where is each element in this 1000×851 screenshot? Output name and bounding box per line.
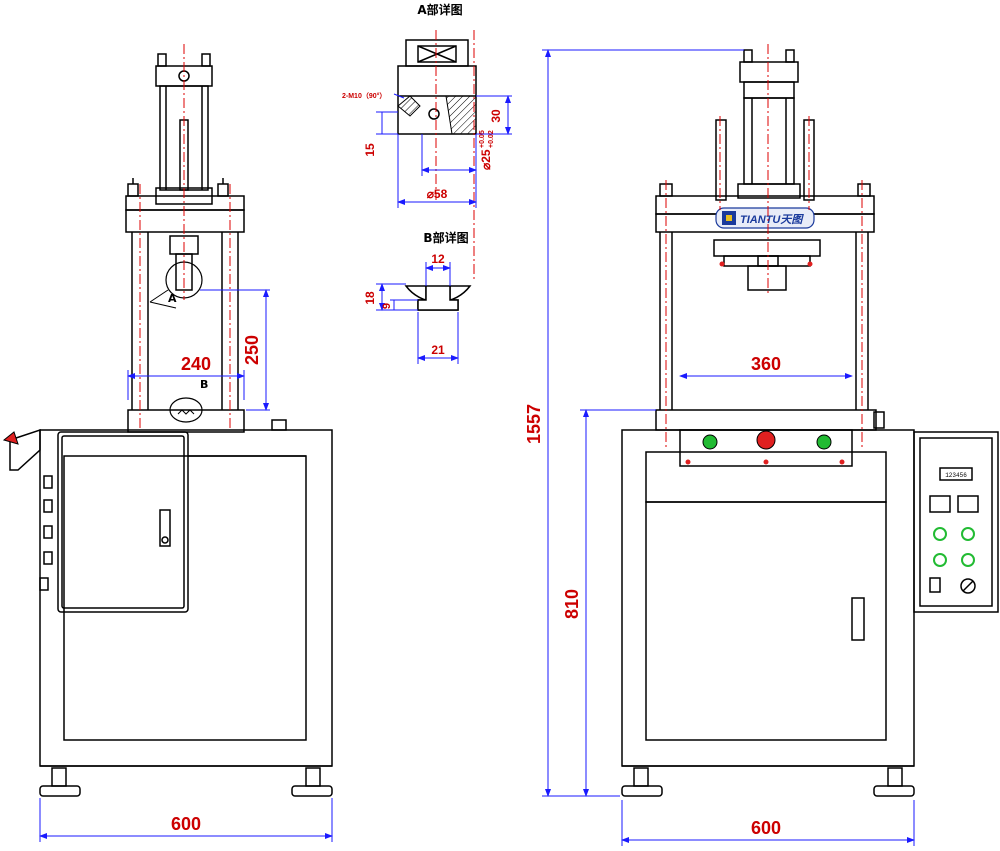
right-guide-rod [715, 119, 727, 201]
dim-600-left-label: 600 [171, 814, 201, 834]
detail-a-dim-30: 30 [489, 109, 503, 123]
left-foot [51, 767, 67, 787]
brand-logo [715, 207, 815, 229]
control-green-button [961, 553, 975, 567]
detail-a-dim-25-group: ⌀25 +0.05 +0.02 [479, 130, 495, 170]
left-cyl-bolt [201, 53, 211, 67]
start-button-right [816, 434, 832, 450]
control-green-button [933, 527, 947, 541]
callout-b-label: B [200, 378, 208, 391]
left-top-plate-lower [125, 209, 245, 233]
right-cyl-cap [739, 61, 799, 83]
detail-a-title: A部详图 [417, 2, 462, 17]
control-box [913, 431, 999, 613]
dim-600-right-label: 600 [751, 818, 781, 838]
left-foot-pad [39, 785, 81, 797]
detail-a-hatch [445, 95, 477, 135]
right-foot-pad [873, 785, 915, 797]
right-ram-plate [713, 239, 821, 257]
detail-a-tol-upper: +0.05 [479, 130, 486, 148]
dim-1557-label: 1557 [524, 404, 544, 444]
right-button-panel [679, 429, 853, 467]
right-worktable [655, 409, 877, 431]
detail-a-thread-note: 2-M10（90°） [342, 92, 386, 100]
detail-b-dim-21: 21 [431, 343, 445, 357]
detail-a-dimensions [376, 93, 512, 208]
right-foot-pad [621, 785, 663, 797]
start-button-left [702, 434, 718, 450]
detail-a-hatch [397, 95, 421, 117]
left-top-plate [125, 195, 245, 211]
detail-b-dimensions [376, 262, 459, 364]
right-door [645, 501, 887, 741]
left-foot [305, 767, 321, 787]
left-lower-panel [63, 455, 307, 741]
right-view [621, 49, 999, 797]
right-door-handle [851, 597, 865, 641]
dim-360-label: 360 [751, 354, 781, 374]
brand-text: TIANTU天图 [740, 214, 804, 226]
callout-a-label: A [168, 292, 177, 305]
left-center-lines [139, 44, 231, 430]
right-center-lines [665, 44, 863, 450]
left-ram-tool [175, 253, 193, 291]
left-view [9, 53, 333, 797]
detail-b-dim-9: 9 [381, 303, 393, 309]
dim-240-label: 240 [181, 354, 211, 374]
right-dimensions [542, 49, 915, 846]
left-cyl-bolt [157, 53, 167, 67]
left-control-arm [9, 428, 41, 471]
callout-b-circle [169, 397, 203, 423]
detail-a-dim-58: ⌀58 [427, 187, 448, 201]
emergency-stop-button [756, 430, 776, 450]
control-green-button [961, 527, 975, 541]
counter-display [939, 467, 973, 481]
detail-a-dim-25: ⌀25 [479, 149, 493, 170]
detail-a-center-lines [435, 30, 475, 280]
detail-b-dim-12: 12 [431, 252, 445, 266]
detail-b-title: B部详图 [423, 230, 468, 245]
detail-b-dim-18: 18 [363, 291, 377, 305]
detail-a-dim-15: 15 [363, 143, 377, 157]
right-cabinet [621, 429, 915, 767]
right-ram-tool [747, 265, 787, 291]
control-green-button [933, 553, 947, 567]
left-cabinet [39, 429, 333, 767]
emergency-stop-icon [2, 431, 19, 445]
dim-810-label: 810 [562, 589, 582, 619]
detail-a-tol-lower: +0.02 [488, 130, 495, 148]
left-dimensions [39, 289, 333, 842]
counter-value: 123456 [945, 472, 967, 479]
left-door [57, 431, 189, 613]
left-door-handle [159, 509, 171, 547]
left-foot-pad [291, 785, 333, 797]
dim-250-label: 250 [242, 335, 262, 365]
